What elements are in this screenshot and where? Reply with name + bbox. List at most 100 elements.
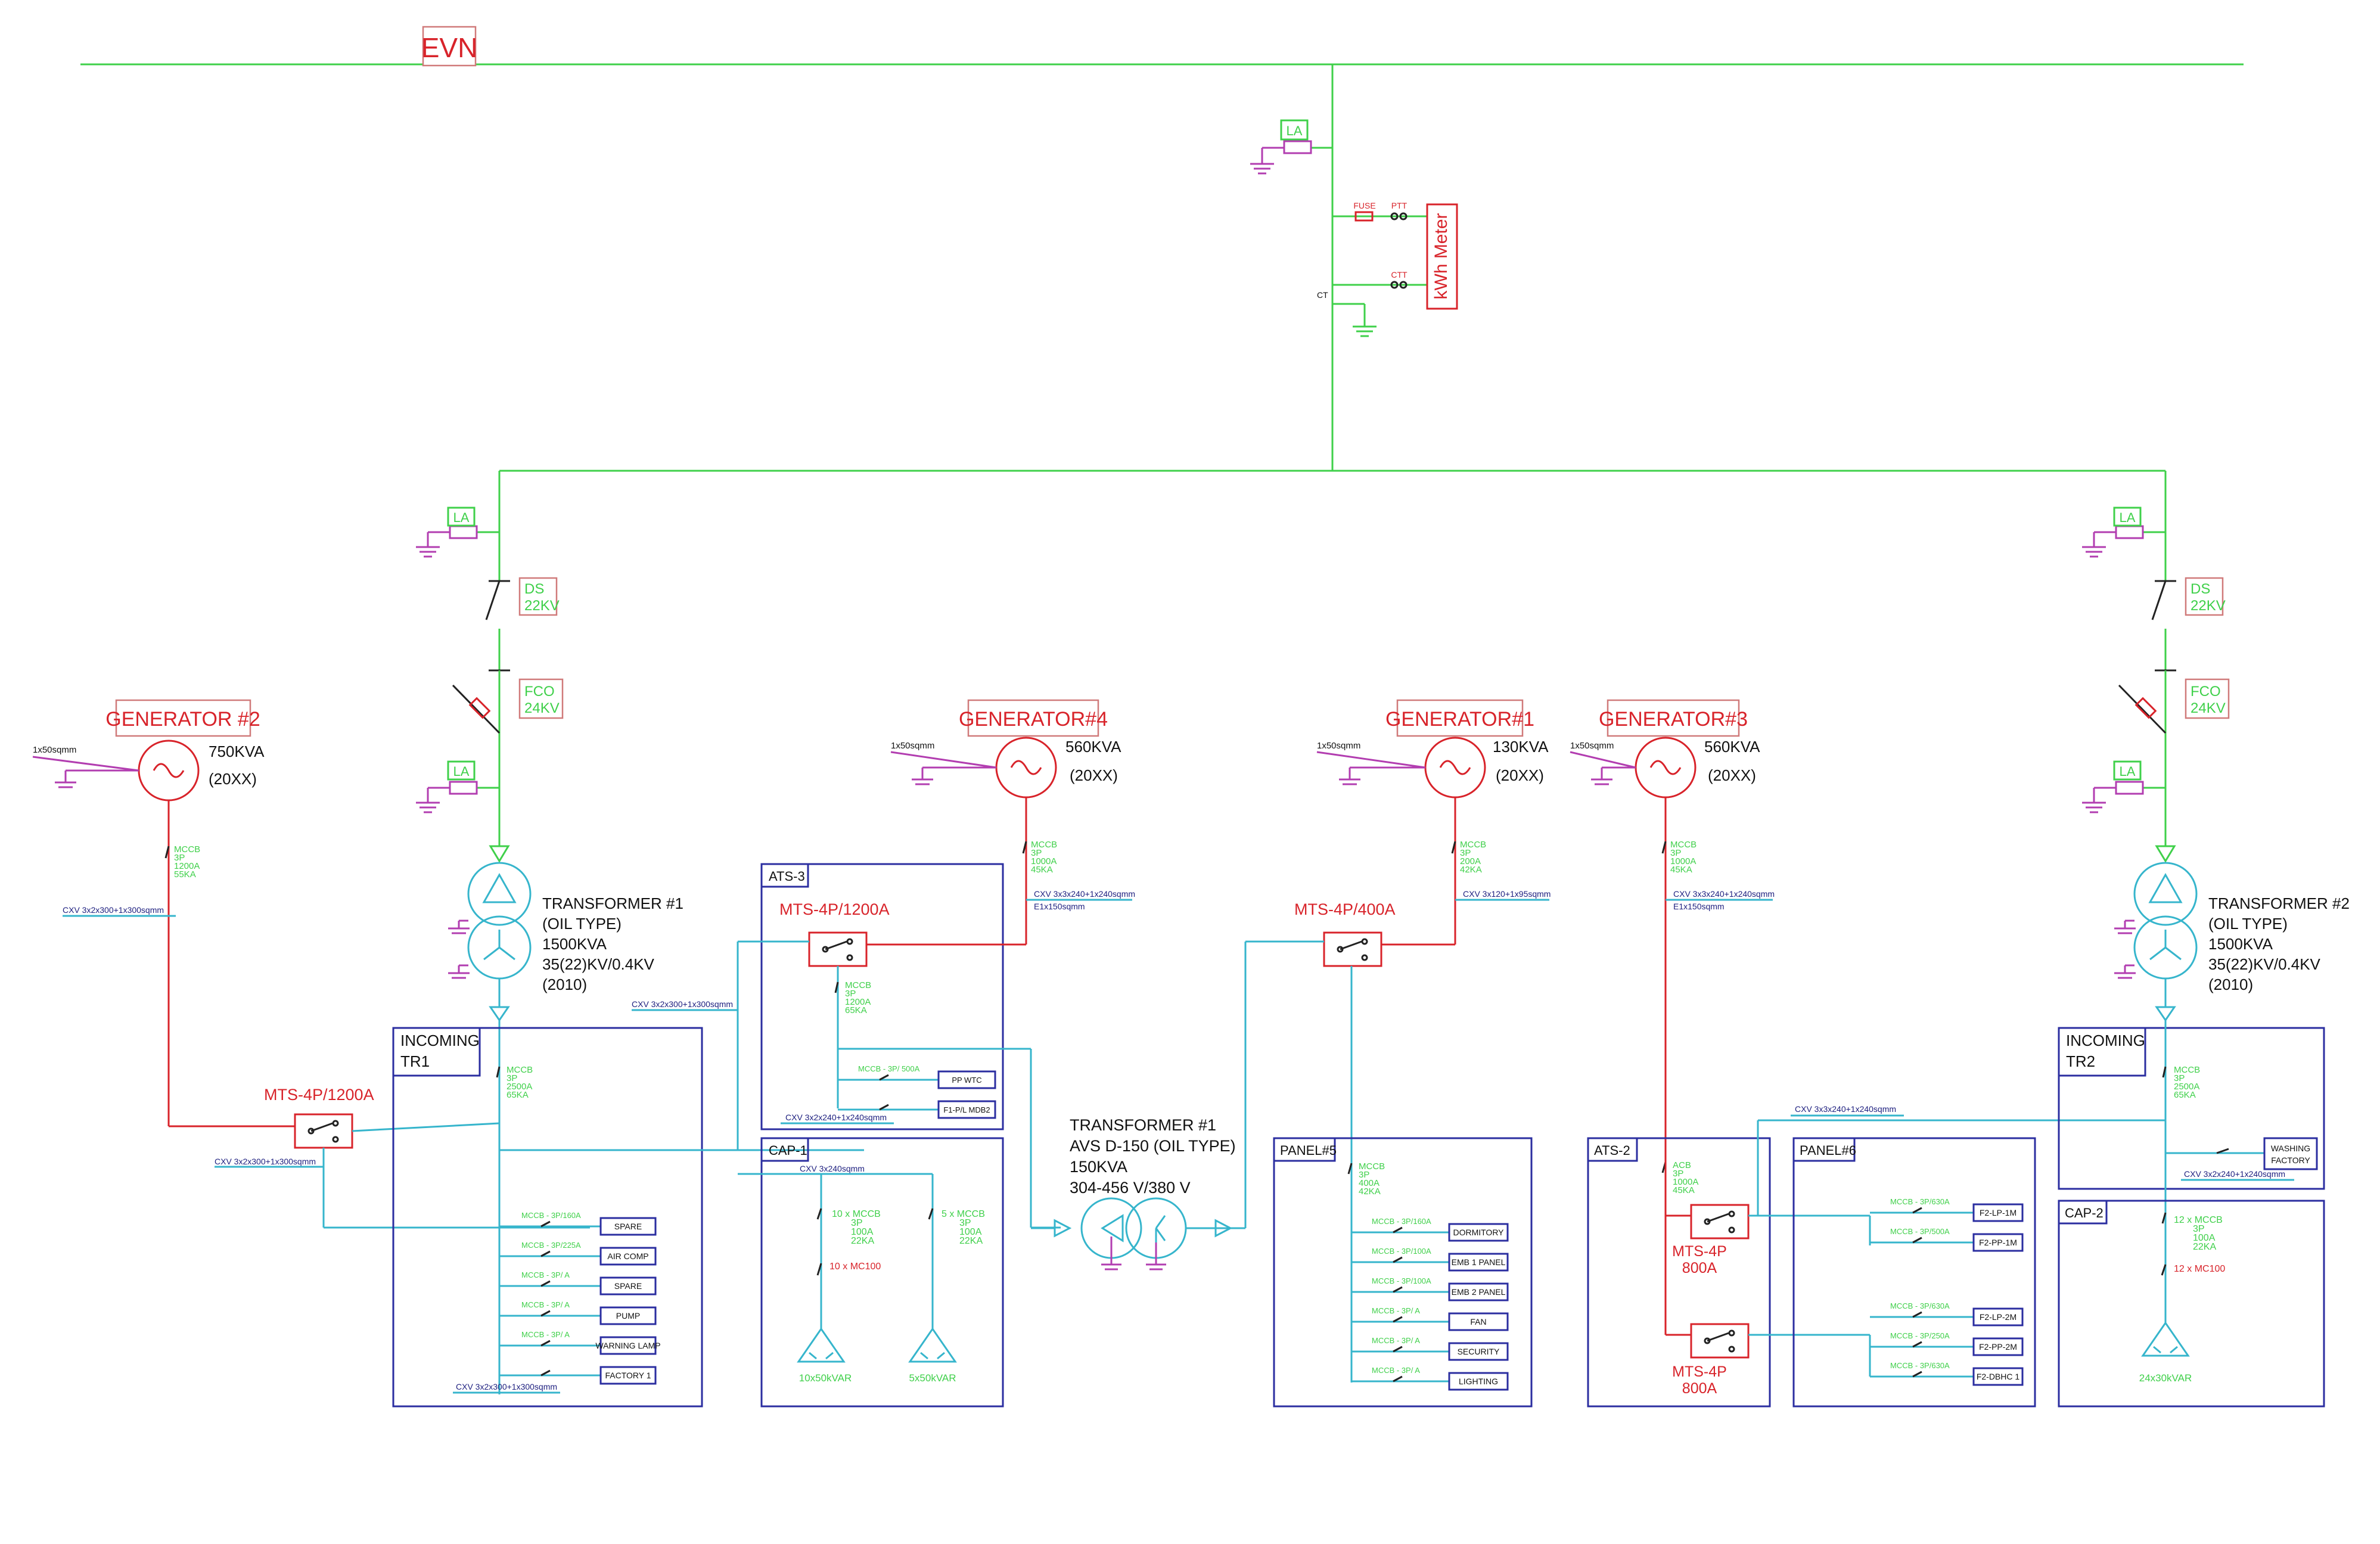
mts-left-cable: CXV 3x2x300+1x300sqmm (215, 1157, 316, 1166)
gen3-name: GENERATOR#3 (1599, 708, 1748, 731)
incoming-tr2-title-2: TR2 (2066, 1052, 2095, 1070)
tr2-year: (2010) (2208, 976, 2253, 993)
tr1-year: (2010) (542, 976, 587, 993)
cap1-a-breaker-1: 3P (851, 1218, 863, 1228)
tr1-to-ats3-cable: CXV 3x2x300+1x300sqmm (632, 999, 733, 1009)
ats2-mts-b-rating: 800A (1682, 1380, 1717, 1397)
lightning-arrester-icon: LA (1250, 119, 1332, 175)
mts-center: MTS-4P/400A (1244, 900, 1396, 1383)
hv-right-la-bottom-label: LA (2120, 764, 2136, 779)
feeder-load-label: SPARE (614, 1222, 642, 1231)
main-feeder (499, 64, 2165, 472)
ats2-mts-b: MTS-4P (1672, 1363, 1727, 1380)
hv-left-la-top-label: LA (453, 510, 470, 525)
hv-right-fco-voltage: 24KV (2191, 700, 2226, 716)
ptt-label: PTT (1391, 201, 1408, 210)
tr2-rating: 1500KVA (2208, 935, 2273, 953)
feeder-breaker-label: MCCB - 3P/100A (1372, 1276, 1431, 1285)
feeder-load-label: DORMITORY (1453, 1228, 1504, 1237)
feeder-load-label: F2-LP-1M (1980, 1208, 2017, 1217)
gen4-kva: 560KVA (1065, 738, 1121, 756)
feeder-load-label: EMB 1 PANEL (1452, 1257, 1506, 1267)
tr1-title: TRANSFORMER #1 (542, 894, 683, 912)
avs-transformer: TRANSFORMER #1 AVS D-150 (OIL TYPE) 150K… (1031, 1116, 1245, 1270)
incoming-tr1-breaker-3: 65KA (507, 1090, 529, 1100)
feeder-load-label: EMB 2 PANEL (1452, 1287, 1506, 1297)
metering-section: LA FUSE PTT CT CTT kWh Meter (1250, 119, 1458, 337)
gen1-name: GENERATOR#1 (1385, 708, 1534, 731)
panel5-breaker-2: 400A (1359, 1178, 1379, 1188)
capacitor-bank-icon (908, 1327, 957, 1363)
avs-title: TRANSFORMER #1 (1070, 1116, 1216, 1134)
feeder-load-label: F1-P/L MDB2 (943, 1105, 990, 1114)
incoming-tr2-breaker-2: 2500A (2174, 1082, 2199, 1092)
transformer-2-icon (2114, 862, 2198, 1022)
feeder-row: MCCB - 3P/ A WARNING LAMP (499, 1330, 661, 1355)
feeder-load-label: F2-DBHC 1 (1977, 1372, 2020, 1381)
gen3-kva: 560KVA (1704, 738, 1760, 756)
feeder-breaker-label: MCCB - 3P/500A (1890, 1227, 1950, 1236)
hv-left-la-bottom-label: LA (453, 764, 470, 779)
washing-factory-load (2263, 1137, 2318, 1170)
capacitor-bank-icon (2141, 1321, 2190, 1357)
gen3-breaker-2: 1000A (1670, 856, 1696, 866)
gen3-ground: 1x50sqmm (1570, 741, 1614, 751)
incoming-tr1-panel: INCOMING TR1 MCCB 3P 2500A 65KA (392, 1027, 864, 1408)
tr1-rating: 1500KVA (542, 935, 607, 953)
ct-label: CT (1317, 290, 1328, 300)
feeder-load-label: WARNING LAMP (595, 1341, 660, 1350)
feeder-load-box (1972, 1203, 2024, 1222)
kwh-meter-icon: kWh Meter (1426, 203, 1458, 310)
cap1-b-breaker-0: 5 x MCCB (942, 1209, 985, 1219)
cap2-contactor: 12 x MC100 (2174, 1264, 2225, 1274)
feeder-breaker-label: MCCB - 3P/250A (1890, 1331, 1950, 1340)
tr2-panel6-cable: CXV 3x3x240+1x240sqmm (1795, 1104, 1896, 1114)
feeder-breaker-label: MCCB - 3P/630A (1890, 1301, 1950, 1310)
transformer-1-icon (448, 862, 532, 1022)
ats3-breaker-0: MCCB (845, 980, 871, 990)
ats2-breaker-3: 45KA (1673, 1185, 1695, 1195)
cap1-b-rating: 5x50kVAR (909, 1372, 956, 1384)
feeder-breaker-label: MCCB - 3P/ A (521, 1270, 570, 1279)
gen2-breaker-3: 55KA (174, 869, 196, 880)
hv-right-ds-label: DS (2191, 581, 2210, 597)
gen2-year: (20XX) (209, 770, 257, 788)
ats3-panel: ATS-3 MTS-4P/1200A CXV 3x2x300+1x300sqmm… (632, 863, 1061, 1229)
feeder-load-box (1972, 1337, 2024, 1356)
panel5-breaker-3: 42KA (1359, 1186, 1381, 1197)
ats3-breaker-2: 1200A (845, 997, 871, 1007)
feeder-load-label: F2-PP-2M (1979, 1342, 2017, 1352)
incoming-tr1-breaker-1: 3P (507, 1073, 517, 1083)
feeder-breaker-label: MCCB - 3P/225A (521, 1241, 581, 1250)
kwh-meter-label: kWh Meter (1431, 213, 1451, 299)
gen2-breaker-2: 1200A (174, 861, 200, 871)
gen4-breaker-3: 45KA (1031, 865, 1053, 875)
gen2-name: GENERATOR #2 (105, 708, 260, 731)
mts-center-label: MTS-4P/400A (1294, 900, 1396, 918)
cap1-a-breaker-2: 100A (851, 1227, 874, 1237)
feeder-load-box (1448, 1282, 1509, 1301)
feeder-load-box (1448, 1312, 1509, 1331)
gen4-year: (20XX) (1070, 766, 1118, 784)
ats2-mts-a-rating: 800A (1682, 1260, 1717, 1276)
ctt-label: CTT (1391, 270, 1408, 279)
incoming-tr2-breaker-0: MCCB (2174, 1065, 2200, 1075)
hv-left-ds-label: DS (524, 581, 544, 597)
cap2-breaker-0: 12 x MCCB (2174, 1215, 2223, 1225)
feeder-breaker-label: MCCB - 3P/ A (521, 1330, 570, 1339)
feeder-load-box (599, 1247, 657, 1266)
tr2-type: (OIL TYPE) (2208, 915, 2288, 933)
ats2-breaker-1: 3P (1673, 1169, 1683, 1179)
gen4-breaker-2: 1000A (1031, 856, 1057, 866)
gen4-breaker-0: MCCB (1031, 840, 1057, 850)
gen4-breaker-1: 3P (1031, 848, 1042, 858)
ats3-breaker-1: 3P (845, 989, 856, 999)
